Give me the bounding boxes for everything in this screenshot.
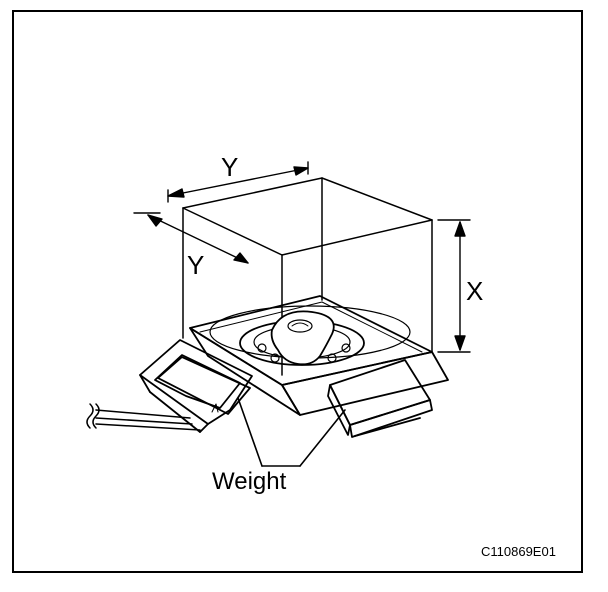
weight-leader-lines bbox=[237, 397, 346, 467]
dimension-y-side bbox=[133, 212, 249, 264]
figure-frame bbox=[12, 10, 583, 573]
label-y-side: Y bbox=[187, 250, 205, 280]
power-cord bbox=[86, 403, 201, 431]
dimension-x bbox=[437, 219, 471, 353]
weight-plate bbox=[157, 356, 251, 415]
label-weight: Weight bbox=[212, 468, 287, 495]
label-y-top: Y bbox=[221, 152, 239, 182]
label-x: X bbox=[466, 276, 484, 306]
figure-code: C110869E01 bbox=[481, 544, 556, 559]
left-display-panel bbox=[139, 339, 253, 433]
pad-item bbox=[270, 310, 335, 366]
balance-base bbox=[189, 295, 449, 416]
dimension-y-top bbox=[167, 161, 309, 203]
